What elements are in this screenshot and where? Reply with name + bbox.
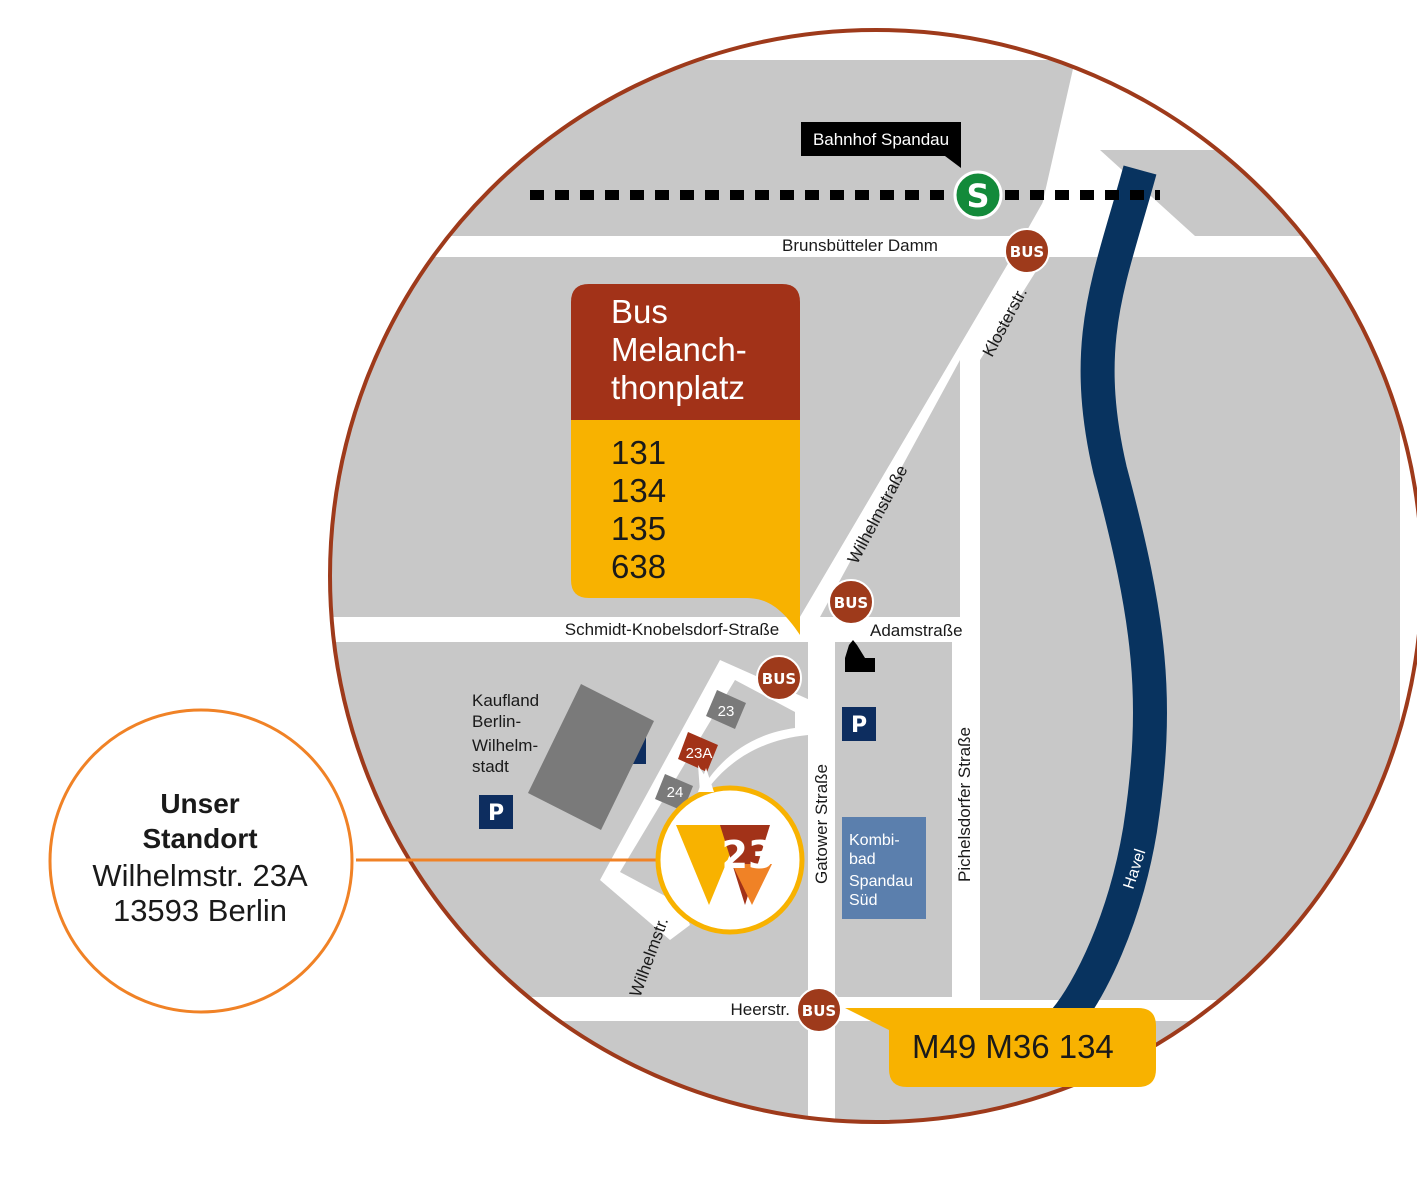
sbahn-letter: S — [966, 177, 989, 215]
sbahn-icon: S — [953, 170, 1003, 220]
parking-icon: P — [479, 795, 513, 829]
kaufland-label: Kaufland Berlin- Wilhelm- stadt — [472, 691, 539, 776]
parking-icon: P — [842, 707, 876, 741]
street-heerstr: Heerstr. — [730, 1000, 790, 1019]
svg-text:P: P — [851, 713, 867, 738]
pool-building: Kombi- bad Spandau Süd — [842, 817, 926, 919]
building-24: 24 — [655, 774, 693, 811]
svg-text:23A: 23A — [686, 745, 713, 762]
svg-text:23: 23 — [718, 703, 735, 720]
svg-text:BUS: BUS — [1010, 243, 1044, 261]
bus-stop-name-line: thonplatz — [611, 369, 745, 406]
bus-route: 134 — [611, 472, 666, 509]
svg-text:bad: bad — [849, 851, 876, 868]
river-havel — [1051, 165, 1167, 1031]
svg-text:Berlin-: Berlin- — [472, 712, 521, 731]
svg-text:BUS: BUS — [834, 594, 868, 612]
bus-route: 638 — [611, 548, 666, 585]
church-icon — [845, 640, 875, 672]
bus-routes-box: Bus Melanch- thonplatz 131 134 135 638 — [571, 284, 800, 635]
logo-number: 23 — [722, 833, 775, 877]
svg-text:BUS: BUS — [802, 1002, 836, 1020]
location-title: Unser — [160, 788, 239, 819]
svg-text:Wilhelm-: Wilhelm- — [472, 736, 538, 755]
svg-text:Kaufland: Kaufland — [472, 691, 539, 710]
bus-stop-name-line: Melanch- — [611, 331, 747, 368]
svg-text:BUS: BUS — [762, 670, 796, 688]
bus-route: 135 — [611, 510, 666, 547]
location-street: Wilhelmstr. 23A — [92, 858, 308, 893]
location-info: Unser Standort Wilhelmstr. 23A 13593 Ber… — [48, 708, 354, 1014]
location-city: 13593 Berlin — [113, 893, 287, 928]
location-title: Standort — [142, 823, 257, 854]
svg-text:Kombi-: Kombi- — [849, 832, 900, 849]
street-gatower: Gatower Straße — [812, 764, 831, 884]
location-marker: 23 — [655, 765, 805, 935]
building-23a: 23A — [678, 732, 718, 772]
svg-text:stadt: stadt — [472, 757, 509, 776]
street-adamstrasse: Adamstraße — [870, 621, 963, 640]
street-pichelsdorfer: Pichelsdorfer Straße — [955, 727, 974, 882]
building-23: 23 — [706, 690, 746, 729]
heerstr-routes: M49 M36 134 — [912, 1028, 1114, 1065]
bus-stop-name-line: Bus — [611, 293, 668, 330]
heerstr-routes-box: M49 M36 134 — [845, 1008, 1156, 1087]
bus-stop-icon: BUS — [796, 987, 842, 1033]
kaufland-building — [528, 684, 654, 830]
svg-text:Spandau: Spandau — [849, 873, 913, 890]
street-schmidt: Schmidt-Knobelsdorf-Straße — [565, 620, 779, 639]
bus-stop-icon: BUS — [828, 579, 874, 625]
station-label: Bahnhof Spandau — [801, 122, 961, 168]
bus-stop-icon: BUS — [1004, 228, 1050, 274]
station-name: Bahnhof Spandau — [813, 130, 949, 149]
svg-text:P: P — [488, 801, 504, 826]
bus-route: 131 — [611, 434, 666, 471]
svg-text:24: 24 — [667, 784, 684, 801]
bus-stop-icon: BUS — [756, 655, 802, 701]
street-brunsbutteler: Brunsbütteler Damm — [782, 236, 938, 255]
svg-text:Süd: Süd — [849, 892, 877, 909]
map-circle-border — [328, 28, 1417, 1124]
